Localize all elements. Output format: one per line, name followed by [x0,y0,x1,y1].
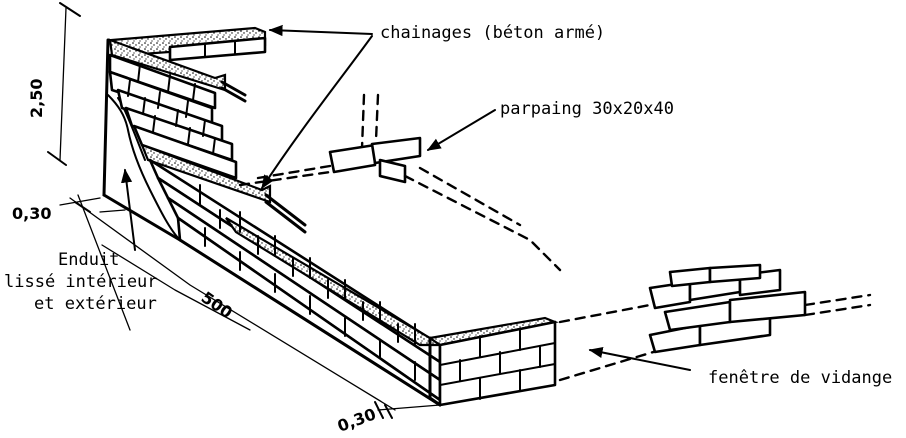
label-parpaing: parpaing 30x20x40 [500,99,674,119]
brick-stack [648,263,807,354]
dimension-lines [47,2,441,419]
front-corner-wall [427,316,559,407]
label-enduit-line1: Enduit [58,250,119,270]
dimension-thickness-top: 0,30 [12,204,51,223]
label-fenetre: fenêtre de vidange [708,368,892,388]
label-enduit-line3: et extérieur [34,294,157,314]
parpaing-sample [328,93,422,184]
label-enduit-line2: lissé intérieur [4,272,158,292]
dimension-thickness-bottom: 0,30 [335,404,379,435]
mid-chainage [140,143,272,204]
dashed-outline [238,164,872,382]
dimension-height: 2,50 [27,79,46,118]
main-wall [108,38,444,407]
label-chainages: chainages (béton armé) [380,23,605,43]
leader-arrows [121,24,691,371]
